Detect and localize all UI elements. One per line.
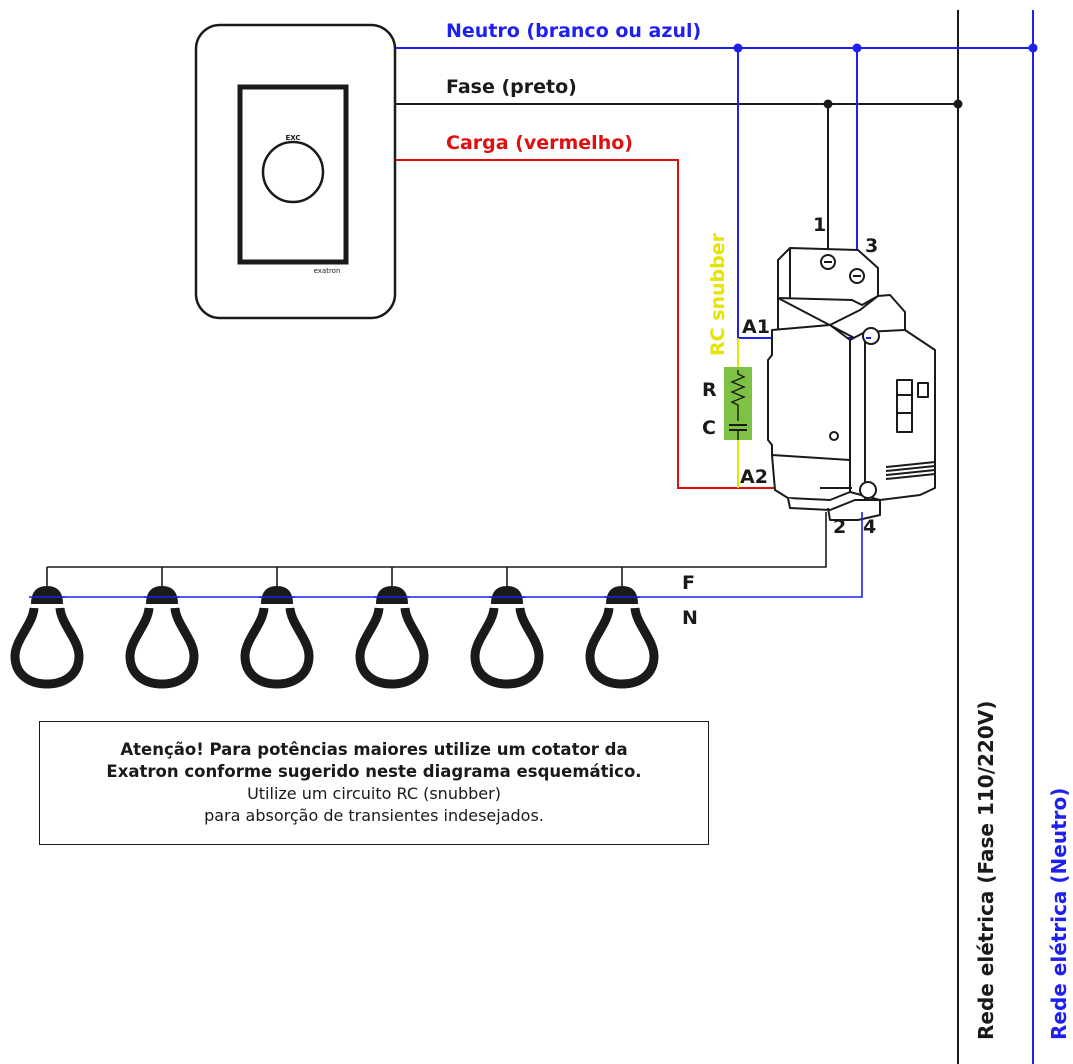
junction-dot [953, 99, 963, 109]
load-wire [395, 159, 866, 489]
knob-mark: EXC [285, 134, 300, 142]
contactor [767, 247, 936, 521]
lamp-neutral-label: N [682, 607, 698, 629]
note-line-4: para absorção de transientes indesejados… [204, 806, 544, 825]
warning-note: Atenção! Para potências maiores utilize … [39, 721, 709, 845]
terminal-a1-label: A1 [742, 316, 770, 338]
terminal-4-label: 4 [863, 516, 876, 538]
load-wire-label: Carga (vermelho) [446, 132, 633, 154]
junction-dot [733, 43, 743, 53]
dimmer-knob [261, 140, 325, 204]
lamp-bulb [585, 567, 659, 689]
mains-neutral-label: Rede elétrica (Neutro) [1047, 788, 1071, 1040]
dimmer-switch: EXC exatron [194, 23, 397, 320]
lamp-bulb [355, 567, 429, 689]
mains-phase-label: Rede elétrica (Fase 110/220V) [974, 701, 998, 1040]
lamp-group [10, 567, 659, 689]
snubber-title: RC snubber [707, 232, 729, 356]
junction-dot [1028, 43, 1038, 53]
lamp-bulb [10, 567, 84, 689]
junction-dot [823, 99, 833, 109]
switch-brand: exatron [314, 267, 341, 275]
resistor-label: R [702, 379, 717, 401]
terminal-3-label: 3 [865, 235, 878, 257]
junction-dot [852, 43, 862, 53]
rc-snubber: RC snubber R C [702, 232, 752, 488]
phase-wire-label: Fase (preto) [446, 76, 577, 98]
note-line-1: Atenção! Para potências maiores utilize … [120, 740, 628, 759]
resistor-symbol [730, 370, 746, 421]
lamp-neutral-wire [47, 512, 863, 598]
lamp-bulb [125, 567, 199, 689]
note-line-3: Utilize um circuito RC (snubber) [247, 784, 501, 803]
lamp-bulb [470, 567, 544, 689]
neutral-wire-label: Neutro (branco ou azul) [446, 20, 701, 42]
capacitor-label: C [702, 417, 716, 439]
lamp-bulb [240, 567, 314, 689]
note-line-2: Exatron conforme sugerido neste diagrama… [106, 762, 642, 781]
terminal-2-label: 2 [833, 516, 846, 538]
lamp-phase-wire [47, 512, 827, 568]
lamp-phase-label: F [682, 572, 695, 594]
terminal-a2-label: A2 [740, 466, 768, 488]
terminal-1-label: 1 [813, 214, 826, 236]
